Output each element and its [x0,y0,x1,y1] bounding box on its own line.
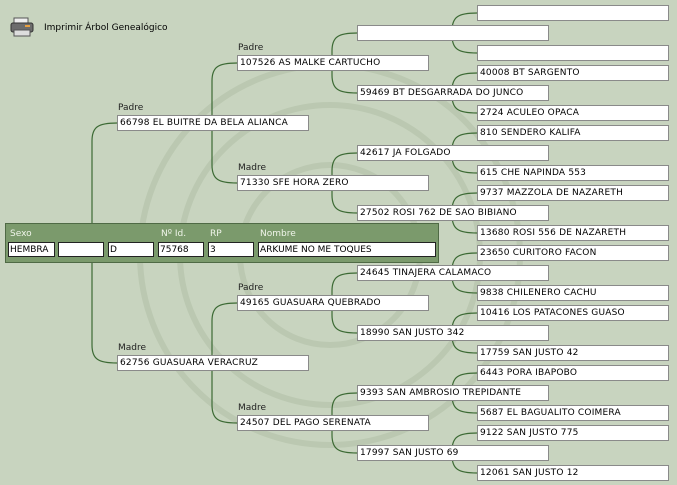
printer-icon[interactable] [10,17,34,37]
sire-gen2-field[interactable]: 107526 AS MALKE CARTUCHO [237,55,429,71]
sire-gen4-field[interactable]: 23650 CURITORO FACON [477,245,669,261]
sire-gen1-field[interactable]: 66798 EL BUITRE DA BELA ALIANCA [117,115,309,131]
dam-gen3-field[interactable]: 18990 SAN JUSTO 342 [357,325,549,341]
dam-gen3-field[interactable]: 27502 ROSI 762 DE SAO BIBIANO [357,205,549,221]
dam-gen4-field[interactable]: 5687 EL BAGUALITO COIMERA [477,405,669,421]
sire-gen2-field[interactable]: 49165 GUASUARA QUEBRADO [237,295,429,311]
padre-label: Padre [118,103,144,113]
sire-gen3-field[interactable]: 42617 JA FOLGADO [357,145,549,161]
dam-gen3-field[interactable]: 17997 SAN JUSTO 69 [357,445,549,461]
sire-gen3-field[interactable] [357,25,549,41]
dam-gen2-field[interactable]: 24507 DEL PAGO SERENATA [237,415,429,431]
rp-field[interactable]: 3 [208,242,254,257]
subject-panel: Sexo Nº Id. RP Nombre HEMBRA D 75768 3 A… [5,223,439,263]
sire-gen4-field[interactable] [477,5,669,21]
sexo-label: Sexo [10,229,32,239]
madre-label: Madre [238,403,267,413]
dam-gen1-field[interactable]: 62756 GUASUARA VERACRUZ [117,355,309,371]
id-label: Nº Id. [161,229,187,239]
dam-gen4-field[interactable]: 17759 SAN JUSTO 42 [477,345,669,361]
print-tree-link[interactable]: Imprimir Árbol Genealógico [44,23,168,33]
sire-gen4-field[interactable]: 9122 SAN JUSTO 775 [477,425,669,441]
sire-gen4-field[interactable]: 40008 BT SARGENTO [477,65,669,81]
rp-label: RP [210,229,222,239]
dam-gen4-field[interactable]: 615 CHE NAPINDA 553 [477,165,669,181]
padre-label: Padre [238,283,264,293]
dam-gen4-field[interactable]: 13680 ROSI 556 DE NAZARETH [477,225,669,241]
dam-gen2-field[interactable]: 71330 SFE HORA ZERO [237,175,429,191]
sire-gen4-field[interactable]: 810 SENDERO KALIFA [477,125,669,141]
sire-gen4-field[interactable]: 6443 PORA IBAPOBO [477,365,669,381]
dam-gen4-field[interactable]: 9838 CHILENERO CACHU [477,285,669,301]
nombre-label: Nombre [260,229,296,239]
sire-gen3-field[interactable]: 9393 SAN AMBROSIO TREPIDANTE [357,385,549,401]
sire-gen4-field[interactable]: 9737 MAZZOLA DE NAZARETH [477,185,669,201]
id-field[interactable]: 75768 [158,242,204,257]
dam-gen4-field[interactable]: 2724 ACULEO OPACA [477,105,669,121]
madre-label: Madre [238,163,267,173]
sire-gen3-field[interactable]: 24645 TINAJERA CALAMACO [357,265,549,281]
sexo-field[interactable]: HEMBRA [8,242,55,257]
padre-label: Padre [238,43,264,53]
madre-label: Madre [118,343,147,353]
dam-gen4-field[interactable]: 12061 SAN JUSTO 12 [477,465,669,481]
field-3[interactable]: D [108,242,154,257]
nombre-field[interactable]: ARKUME NO ME TOQUES [258,242,436,257]
dam-gen3-field[interactable]: 59469 BT DESGARRADA DO JUNCO [357,85,549,101]
sire-gen4-field[interactable]: 10416 LOS PATACONES GUASO [477,305,669,321]
field-2[interactable] [58,242,104,257]
dam-gen4-field[interactable] [477,45,669,61]
